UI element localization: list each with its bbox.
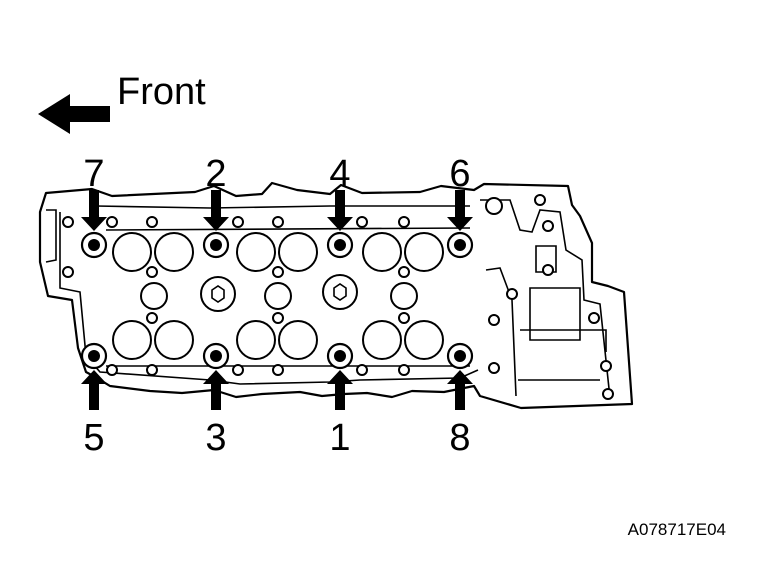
bolt-8: 8 bbox=[446, 342, 474, 459]
bolt-7: 7 bbox=[80, 153, 108, 259]
bolt-2: 2 bbox=[202, 153, 230, 259]
reference-code: A078717E04 bbox=[628, 520, 726, 539]
bolt-number-label: 3 bbox=[205, 417, 226, 459]
bolt-arrow-icon bbox=[81, 370, 107, 410]
bolt-6: 6 bbox=[446, 153, 474, 259]
bolt-number-label: 5 bbox=[83, 417, 104, 459]
bolt-center-icon bbox=[454, 350, 466, 362]
bolt-arrow-icon bbox=[447, 190, 473, 231]
front-arrow-icon bbox=[38, 94, 110, 134]
bolt-arrow-icon bbox=[203, 190, 229, 231]
bolt-center-icon bbox=[334, 239, 346, 251]
bolt-arrow-icon bbox=[447, 370, 473, 410]
bolt-number-label: 4 bbox=[329, 153, 350, 195]
front-label: Front bbox=[117, 71, 206, 113]
bolt-3: 3 bbox=[202, 342, 230, 459]
bolt-5: 5 bbox=[80, 342, 108, 459]
bolt-center-icon bbox=[210, 239, 222, 251]
cylinder-head-outline bbox=[38, 181, 634, 410]
valve-pockets-upper bbox=[112, 232, 444, 272]
bolt-number-label: 6 bbox=[449, 153, 470, 195]
bolt-center-icon bbox=[210, 350, 222, 362]
small-holes bbox=[62, 194, 614, 400]
bolt-number-label: 2 bbox=[205, 153, 226, 195]
journal-holes bbox=[140, 274, 418, 312]
bolt-arrow-icon bbox=[327, 190, 353, 231]
bolt-center-icon bbox=[88, 239, 100, 251]
bolt-number-label: 8 bbox=[449, 417, 470, 459]
bolt-arrow-icon bbox=[81, 190, 107, 231]
bolt-4: 4 bbox=[326, 153, 354, 259]
valve-pockets-lower bbox=[112, 320, 444, 360]
bolt-center-icon bbox=[454, 239, 466, 251]
bolt-arrow-icon bbox=[203, 370, 229, 410]
bolt-number-label: 7 bbox=[83, 153, 104, 195]
head-bolts: 1 2 3 4 5 6 7 8 bbox=[80, 153, 474, 459]
bolt-arrow-icon bbox=[327, 370, 353, 410]
bolt-number-label: 1 bbox=[329, 417, 350, 459]
bolt-center-icon bbox=[334, 350, 346, 362]
bolt-1: 1 bbox=[326, 342, 354, 459]
bolt-center-icon bbox=[88, 350, 100, 362]
